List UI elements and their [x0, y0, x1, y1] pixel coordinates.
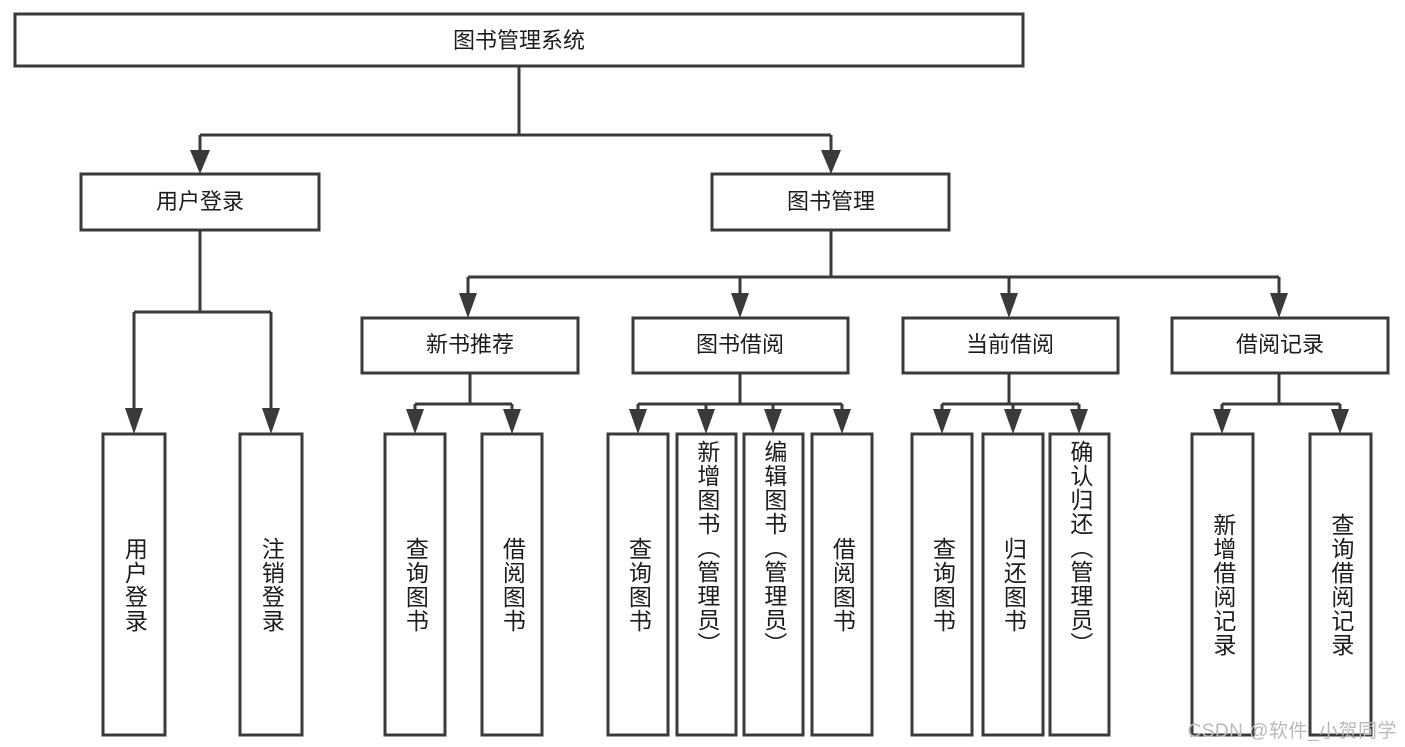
leaf-rect-bb-edit-book[interactable]: [742, 432, 805, 737]
csdn-watermark: CSDN @软件_小贺同学: [1187, 721, 1397, 742]
leaf-rect-nb-borrow-book[interactable]: [480, 432, 544, 737]
arrowhead-cl1: [933, 409, 951, 434]
arrowhead-borrow: [731, 293, 749, 318]
node-book-borrow[interactable]: 图书借阅: [631, 316, 850, 375]
arrowhead-bl3: [764, 409, 782, 434]
arrowhead-bookmgmt: [821, 150, 841, 174]
node-book-borrow-rect[interactable]: [631, 316, 850, 375]
arrowhead-records: [1270, 293, 1288, 318]
arrowhead-rl1: [1213, 409, 1231, 434]
arrowhead-cl3: [1070, 409, 1088, 434]
node-book-management-rect[interactable]: [710, 172, 951, 232]
arrowhead-bl1: [629, 409, 647, 434]
node-book-management-label: 图书管理: [787, 189, 875, 214]
node-user-login-rect[interactable]: [79, 172, 321, 232]
node-borrow-records[interactable]: 借阅记录: [1170, 316, 1390, 375]
arrowhead-nb-leaf2: [503, 409, 521, 434]
arrowhead-bl4: [833, 409, 851, 434]
leaf-rect-logout[interactable]: [238, 432, 304, 737]
node-book-management[interactable]: 图书管理: [710, 172, 951, 232]
leaf-rect-br-query-record[interactable]: [1308, 432, 1373, 737]
leaf-rect-bb-query-book[interactable]: [606, 432, 670, 737]
node-root-label: 图书管理系统: [453, 28, 585, 53]
arrowhead-login: [190, 150, 210, 174]
arrowhead-current: [1000, 293, 1018, 318]
connector-layer: [125, 66, 1349, 434]
node-current-borrow[interactable]: 当前借阅: [901, 316, 1120, 375]
arrowhead-rl2: [1331, 409, 1349, 434]
node-user-login-label: 用户登录: [156, 189, 244, 214]
node-current-borrow-label: 当前借阅: [966, 332, 1054, 357]
node-root[interactable]: 图书管理系统: [13, 12, 1025, 68]
node-root-rect[interactable]: [13, 12, 1025, 68]
node-current-borrow-rect[interactable]: [901, 316, 1120, 375]
leaf-rect-cb-query-book[interactable]: [910, 432, 974, 737]
arrowhead-nb-leaf1: [406, 409, 424, 434]
leaf-rect-br-add-record[interactable]: [1190, 432, 1255, 737]
node-user-login[interactable]: 用户登录: [79, 172, 321, 232]
node-new-book-recommend-label: 新书推荐: [426, 332, 514, 357]
node-new-book-recommend-rect[interactable]: [360, 316, 580, 375]
leaf-rect-cb-return-book[interactable]: [981, 432, 1045, 737]
leaf-rect-cb-confirm-return[interactable]: [1048, 432, 1111, 737]
arrowhead-cl2: [1004, 409, 1022, 434]
node-new-book-recommend[interactable]: 新书推荐: [360, 316, 580, 375]
arrowhead-newbook: [459, 293, 477, 318]
node-borrow-records-label: 借阅记录: [1236, 332, 1324, 357]
node-book-borrow-label: 图书借阅: [696, 332, 784, 357]
leaf-rect-bb-borrow-book[interactable]: [810, 432, 874, 737]
leaf-rect-nb-query-book[interactable]: [383, 432, 447, 737]
arrowhead-leaf-logout: [262, 408, 280, 434]
node-borrow-records-rect[interactable]: [1170, 316, 1390, 375]
leaf-rect-user-login[interactable]: [101, 432, 167, 737]
arrowhead-bl2: [697, 409, 715, 434]
arrowhead-leaf-user-login: [125, 408, 143, 434]
leaf-rect-bb-add-book[interactable]: [675, 432, 738, 737]
